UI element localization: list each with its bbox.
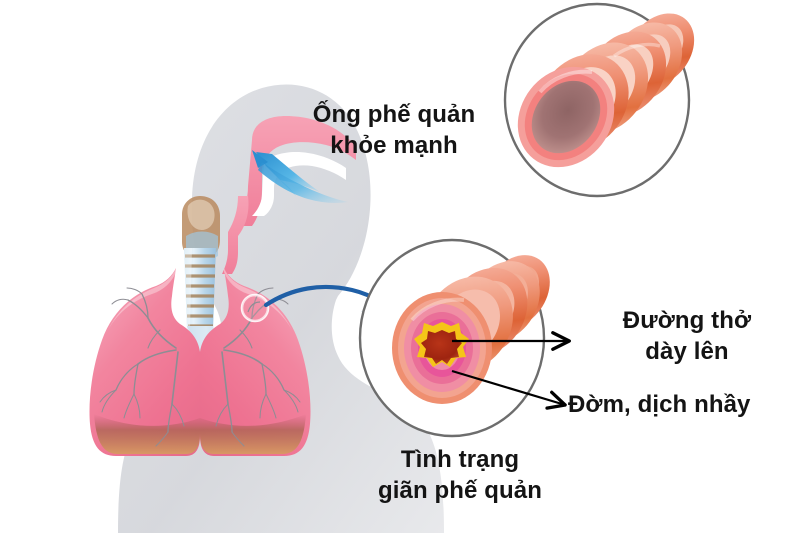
label-mucus: Đờm, dịch nhầy	[568, 390, 794, 421]
label-healthy-bronchus-line2: khỏe mạnh	[330, 131, 458, 159]
bronchial-tree-branches	[99, 287, 301, 447]
label-mucus-line1: Đờm, dịch nhầy	[568, 391, 751, 418]
label-healthy-bronchus-line1: Ống phế quản	[312, 101, 476, 128]
label-bronchiectasis: Tình trạng giãn phế quản	[350, 445, 570, 506]
mucus-pointer-arrow	[451, 369, 567, 410]
diseased-bronchus-inset-circle	[358, 238, 550, 438]
label-bronchiectasis-line1: Tình trạng	[400, 446, 520, 473]
label-thickened-airway-line2: dày lên	[645, 337, 729, 365]
lung-detail-circle	[240, 293, 270, 323]
banded-trachea	[184, 248, 216, 330]
left-lung	[89, 268, 200, 456]
blue-inhalation-arrow	[252, 150, 348, 203]
healthy-bronchus-tube	[517, 13, 695, 168]
label-thickened-airway: Đường thở dày lên	[582, 306, 792, 367]
label-healthy-bronchus: Ống phế quản khỏe mạnh	[296, 100, 492, 161]
label-thickened-airway-line1: Đường thở	[622, 307, 752, 334]
yellow-mucus-plug	[414, 322, 469, 367]
right-lung	[200, 268, 311, 456]
label-bronchiectasis-line2: giãn phế quản	[378, 476, 542, 504]
healthy-bronchus-inset-circle	[503, 2, 695, 198]
